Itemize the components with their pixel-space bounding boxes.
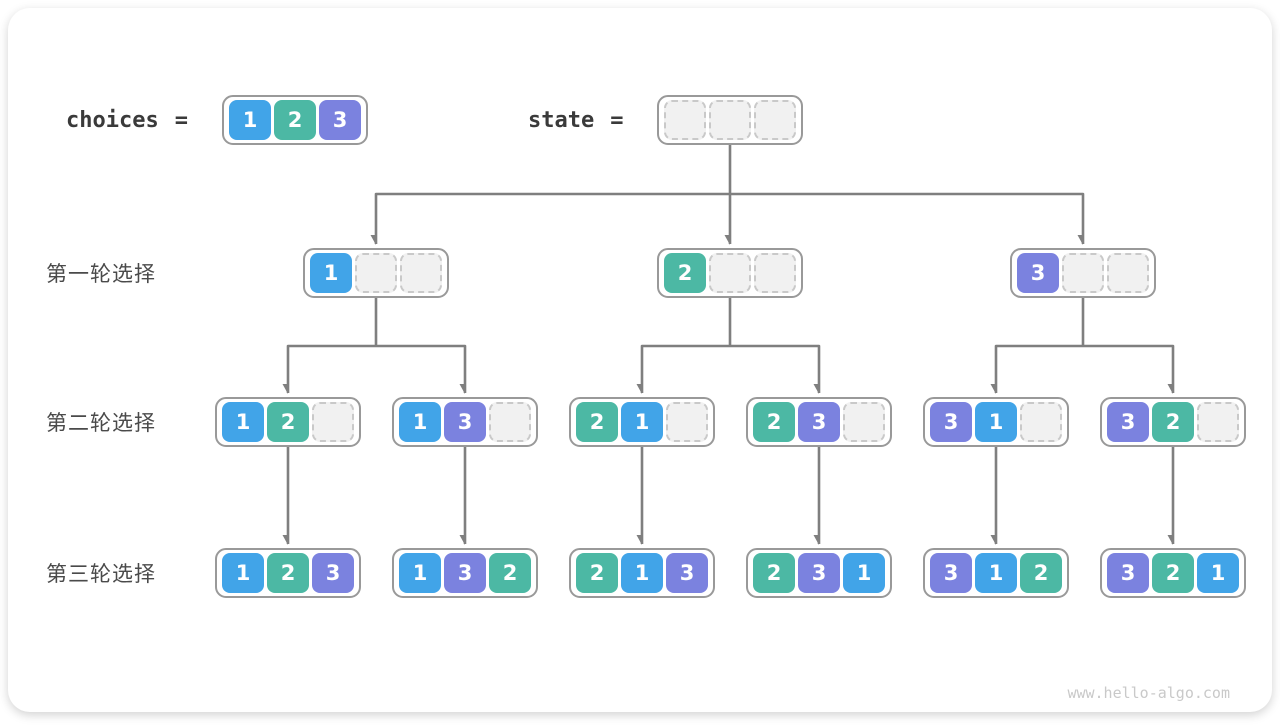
value-cell-2: 2: [1020, 553, 1062, 593]
value-cell-3: 3: [798, 402, 840, 442]
watermark: www.hello-algo.com: [1067, 684, 1230, 702]
empty-cell: [664, 100, 706, 140]
state-label-group: state =: [528, 95, 623, 145]
value-cell-3: 3: [666, 553, 708, 593]
value-cell-2: 2: [753, 553, 795, 593]
value-cell-3: 3: [798, 553, 840, 593]
round-1-label: 第一轮选择: [46, 263, 156, 286]
value-cell-2: 2: [489, 553, 531, 593]
value-cell-2: 2: [267, 553, 309, 593]
empty-cell: [489, 402, 531, 442]
empty-cell: [843, 402, 885, 442]
empty-cell: [1062, 253, 1104, 293]
value-cell-1: 1: [222, 402, 264, 442]
empty-cell: [1107, 253, 1149, 293]
value-cell-1: 1: [399, 402, 441, 442]
empty-cell: [754, 100, 796, 140]
equals-icon: =: [610, 107, 624, 133]
value-cell-2: 2: [1152, 553, 1194, 593]
round-2-label: 第二轮选择: [46, 412, 156, 435]
value-cell-2: 2: [576, 553, 618, 593]
value-cell-1: 1: [399, 553, 441, 593]
equals-icon: =: [174, 107, 188, 133]
value-cell-1: 1: [621, 553, 663, 593]
tree-connectors: [8, 145, 1175, 728]
round-3-label: 第三轮选择: [46, 563, 156, 586]
value-cell-3: 3: [1107, 402, 1149, 442]
value-cell-1: 1: [1197, 553, 1239, 593]
value-cell-1: 1: [843, 553, 885, 593]
value-cell-2: 2: [274, 100, 316, 140]
empty-cell: [666, 402, 708, 442]
value-cell-2: 2: [1152, 402, 1194, 442]
state-node-round1-3: 3: [1010, 248, 1156, 298]
empty-cell: [709, 253, 751, 293]
value-cell-1: 1: [621, 402, 663, 442]
value-cell-1: 1: [229, 100, 271, 140]
empty-cell: [355, 253, 397, 293]
value-cell-1: 1: [975, 402, 1017, 442]
empty-cell: [312, 402, 354, 442]
state-node-round1-2: 2: [657, 248, 803, 298]
value-cell-1: 1: [975, 553, 1017, 593]
value-cell-1: 1: [222, 553, 264, 593]
value-cell-1: 1: [310, 253, 352, 293]
value-cell-2: 2: [267, 402, 309, 442]
state-node-round1-1: 1: [303, 248, 449, 298]
empty-cell: [400, 253, 442, 293]
value-cell-3: 3: [1107, 553, 1149, 593]
empty-cell: [1197, 402, 1239, 442]
value-cell-3: 3: [930, 402, 972, 442]
empty-cell: [1020, 402, 1062, 442]
value-cell-3: 3: [444, 402, 486, 442]
empty-cell: [754, 253, 796, 293]
state-array-box: [657, 95, 803, 145]
value-cell-2: 2: [753, 402, 795, 442]
value-cell-3: 3: [930, 553, 972, 593]
choices-label-group: choices =: [66, 95, 188, 145]
empty-cell: [709, 100, 751, 140]
value-cell-2: 2: [664, 253, 706, 293]
value-cell-3: 3: [444, 553, 486, 593]
value-cell-3: 3: [1017, 253, 1059, 293]
value-cell-2: 2: [576, 402, 618, 442]
state-label: state: [528, 107, 595, 133]
choices-label: choices: [66, 107, 159, 133]
value-cell-3: 3: [312, 553, 354, 593]
value-cell-3: 3: [319, 100, 361, 140]
